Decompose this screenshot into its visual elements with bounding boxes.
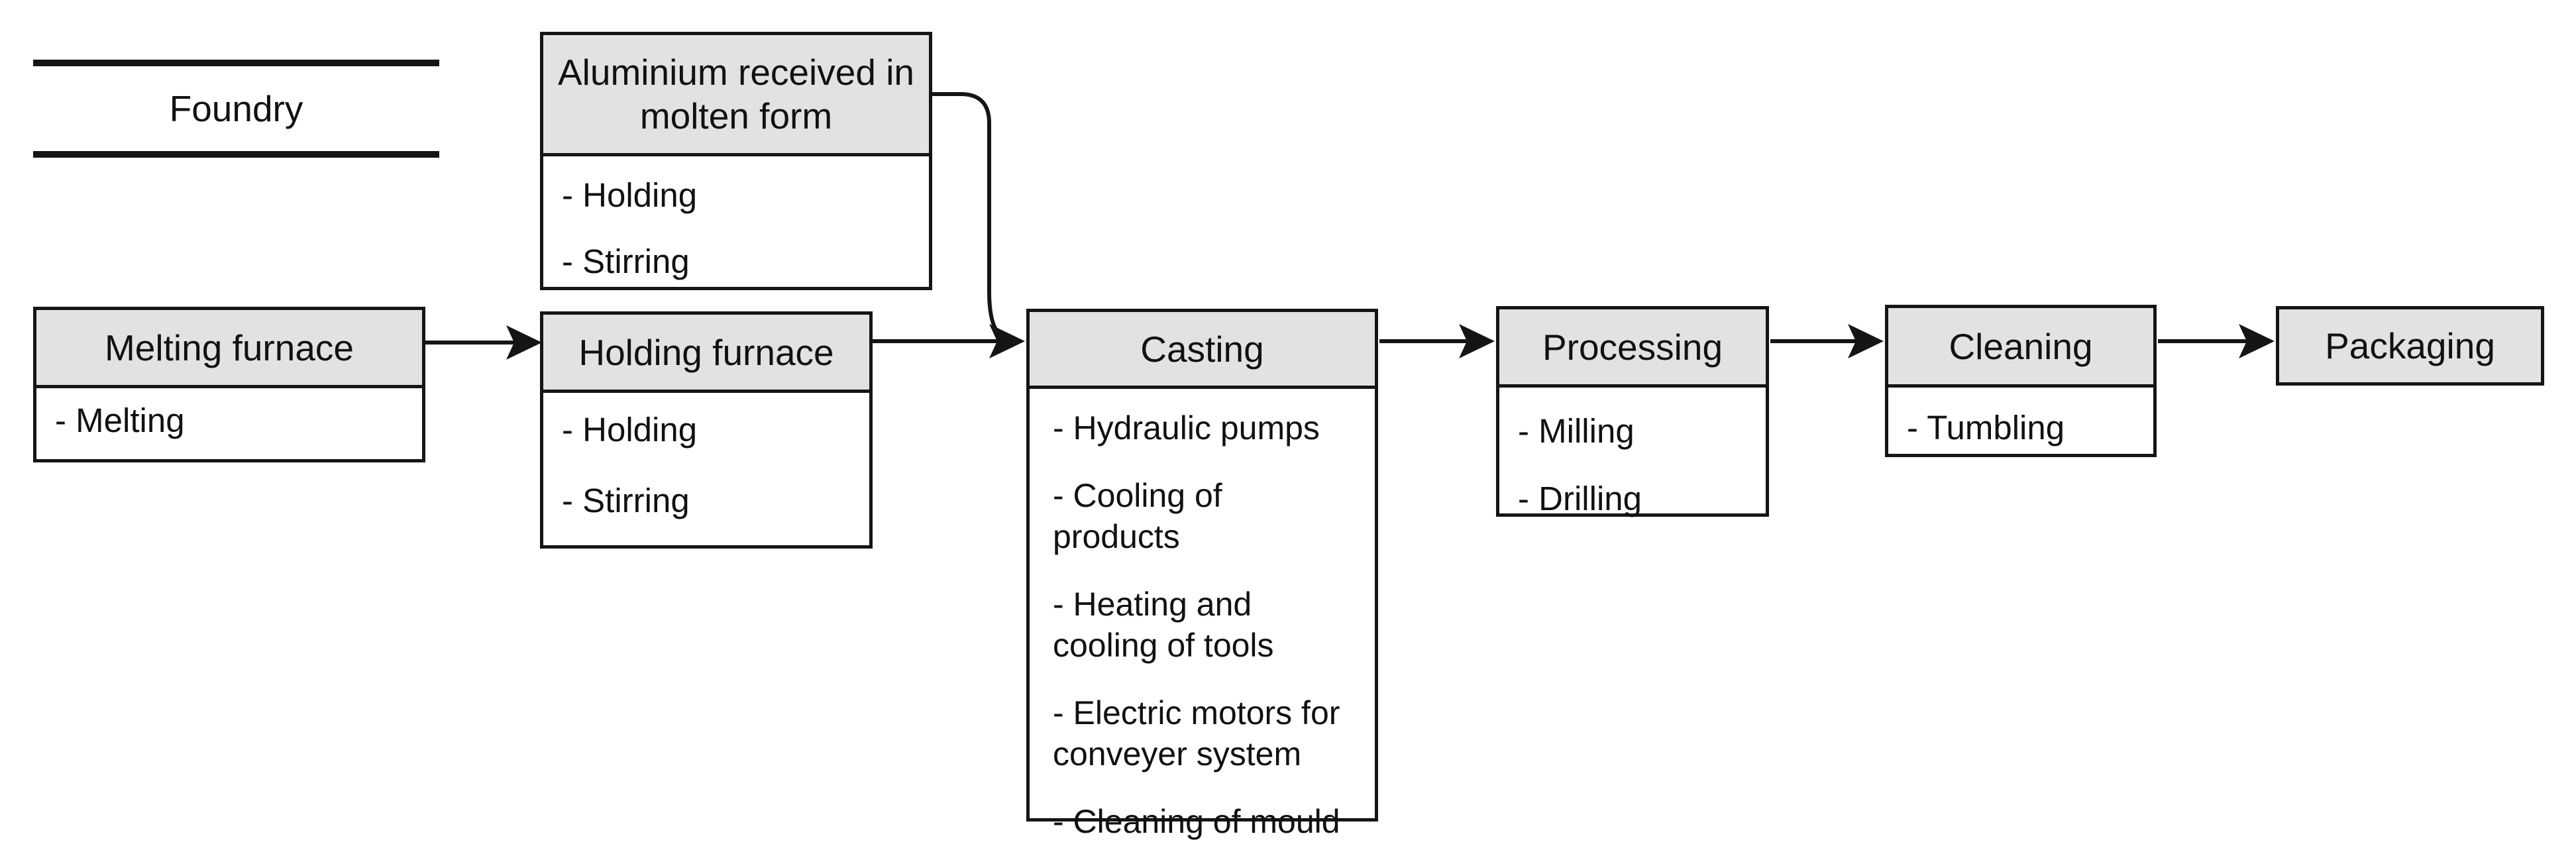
arrowhead-casting-to-processing: [1459, 324, 1495, 358]
node-holding-furnace-title: Holding furnace: [543, 315, 869, 393]
node-holding-furnace-body: - Holding - Stirring: [543, 393, 869, 521]
node-processing: Processing - Milling - Drilling: [1496, 306, 1769, 517]
node-aluminium-received-body: - Holding - Stirring: [543, 156, 929, 282]
node-item: - Holding: [562, 176, 698, 214]
arrowhead-melting-to-holding: [506, 325, 542, 360]
foundry-label: Foundry: [33, 60, 439, 158]
node-casting: Casting - Hydraulic pumps - Cooling of p…: [1026, 309, 1378, 840]
node-melting-furnace: Melting furnace - Melting: [33, 307, 425, 462]
node-aluminium-received: Aluminium received in molten form - Hold…: [540, 32, 932, 290]
node-item: - Tumbling: [1907, 409, 2065, 447]
arrowhead-cleaning-to-packaging: [2239, 324, 2275, 358]
node-item: - Drilling: [1518, 480, 1642, 517]
node-item: - Heating and cooling of tools: [1053, 586, 1274, 664]
node-melting-furnace-title: Melting furnace: [36, 310, 422, 388]
node-item: - Cleaning of mould: [1053, 803, 1340, 840]
foundry-label-text: Foundry: [169, 88, 303, 129]
node-item: - Stirring: [562, 482, 690, 519]
node-item: - Holding: [562, 411, 698, 449]
node-item: - Cooling of products: [1053, 477, 1222, 555]
arrowhead-holding-to-casting: [989, 324, 1025, 358]
node-item: - Electric motors for conveyer system: [1053, 694, 1340, 772]
node-processing-title: Processing: [1499, 309, 1766, 388]
node-aluminium-received-title: Aluminium received in molten form: [543, 35, 929, 156]
arrowhead-processing-to-cleaning: [1848, 324, 1884, 358]
node-cleaning-title: Cleaning: [1888, 308, 2153, 388]
node-cleaning: Cleaning - Tumbling: [1885, 305, 2157, 457]
node-item: - Stirring: [562, 242, 690, 280]
node-melting-furnace-body: - Melting: [36, 388, 422, 441]
node-item: - Milling: [1518, 412, 1635, 450]
node-packaging: Packaging: [2276, 306, 2544, 386]
node-packaging-title: Packaging: [2279, 309, 2541, 382]
node-casting-title: Casting: [1030, 312, 1375, 389]
node-item: - Hydraulic pumps: [1053, 409, 1320, 447]
node-cleaning-body: - Tumbling: [1888, 388, 2153, 449]
node-casting-body: - Hydraulic pumps - Cooling of products …: [1030, 389, 1375, 842]
node-item: - Melting: [55, 401, 185, 439]
node-processing-body: - Milling - Drilling: [1499, 388, 1766, 519]
node-holding-furnace: Holding furnace - Holding - Stirring: [540, 311, 873, 549]
connector-aluminium-to-casting: [932, 92, 1007, 341]
